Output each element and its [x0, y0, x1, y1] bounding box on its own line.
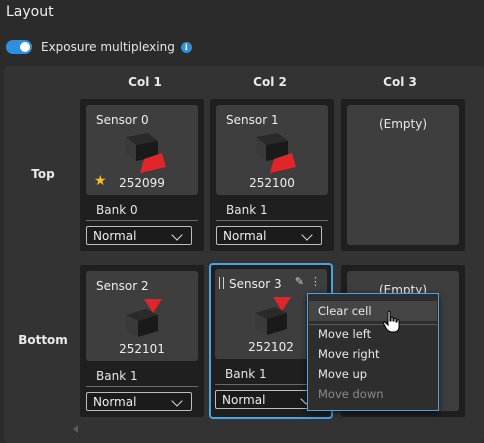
col-header-3: Col 3	[383, 75, 417, 89]
card-actions: ✎ ⋮	[295, 275, 321, 288]
col-header-1: Col 1	[128, 75, 162, 89]
menu-item-move-up[interactable]: Move up	[318, 367, 368, 381]
star-icon: ★	[94, 173, 107, 189]
mode-select[interactable]: Normal	[86, 226, 192, 245]
bank-label: Bank 1	[96, 369, 138, 383]
sensor-name: Sensor 0	[96, 113, 149, 127]
bank-label: Bank 0	[96, 203, 138, 217]
exposure-multiplexing-toggle[interactable]	[6, 40, 32, 54]
sensor-serial: 252099	[119, 176, 165, 190]
sensor-serial: 252101	[119, 342, 165, 356]
empty-slot[interactable]: (Empty)	[347, 105, 459, 245]
menu-separator	[309, 324, 437, 325]
divider	[216, 220, 328, 221]
mode-select[interactable]: Normal	[86, 392, 192, 411]
sensor-serial: 252100	[249, 176, 295, 190]
sensor-name: Sensor 1	[226, 113, 279, 127]
scroll-left-arrow-icon[interactable]	[73, 425, 78, 433]
bank-label: Bank 1	[225, 367, 267, 381]
mode-select[interactable]: Normal	[215, 390, 321, 409]
sensor-profiler-icon	[255, 297, 291, 335]
exposure-multiplexing-label: Exposure multiplexing	[41, 40, 175, 54]
row-header-top: Top	[31, 167, 55, 181]
sensor-profiler-icon	[256, 133, 296, 173]
bank-label: Bank 1	[226, 203, 268, 217]
empty-label: (Empty)	[378, 117, 428, 131]
drag-handle-icon[interactable]	[219, 277, 224, 289]
cell-context-menu: Clear cell Move left Move right Move up …	[307, 293, 439, 411]
divider	[215, 384, 327, 385]
sensor-serial: 252102	[248, 340, 294, 354]
menu-item-move-right[interactable]: Move right	[318, 347, 380, 361]
menu-item-move-down: Move down	[318, 387, 384, 401]
divider	[86, 220, 198, 221]
mode-select-value: Normal	[223, 228, 267, 243]
section-title: Layout	[6, 4, 54, 20]
exposure-multiplexing-row: Exposure multiplexing i	[6, 38, 192, 56]
mode-select[interactable]: Normal	[216, 226, 322, 245]
divider	[86, 386, 198, 387]
hand-pointer-icon	[382, 310, 400, 333]
sensor-profiler-icon	[126, 299, 162, 337]
more-vertical-icon[interactable]: ⋮	[310, 275, 321, 288]
cell-top-col2[interactable]: Sensor 1 252100 Bank 1 Normal	[210, 99, 334, 251]
sensor-card[interactable]: Sensor 0 ★ 252099	[86, 105, 198, 195]
cell-top-col3[interactable]: (Empty)	[341, 99, 465, 251]
row-header-bottom: Bottom	[18, 333, 68, 347]
chevron-down-icon	[301, 229, 313, 241]
sensor-card[interactable]: Sensor 2 252101	[86, 271, 198, 361]
menu-item-move-left[interactable]: Move left	[318, 327, 372, 341]
mode-select-value: Normal	[93, 228, 137, 243]
toggle-knob	[20, 42, 30, 52]
menu-item-clear-cell[interactable]: Clear cell	[309, 301, 437, 321]
mode-select-value: Normal	[222, 392, 266, 407]
cell-bottom-col1[interactable]: Sensor 2 252101 Bank 1 Normal	[80, 265, 204, 417]
sensor-name: Sensor 2	[96, 279, 149, 293]
sensor-name: Sensor 3	[229, 277, 282, 291]
chevron-down-icon	[171, 229, 183, 241]
col-header-2: Col 2	[253, 75, 287, 89]
chevron-down-icon	[171, 395, 183, 407]
sensor-profiler-icon	[126, 133, 166, 173]
pencil-icon[interactable]: ✎	[294, 275, 304, 288]
mode-select-value: Normal	[93, 394, 137, 409]
cell-top-col1[interactable]: Sensor 0 ★ 252099 Bank 0 Normal	[80, 99, 204, 251]
info-icon[interactable]: i	[180, 41, 192, 53]
sensor-card[interactable]: Sensor 1 252100	[216, 105, 328, 195]
